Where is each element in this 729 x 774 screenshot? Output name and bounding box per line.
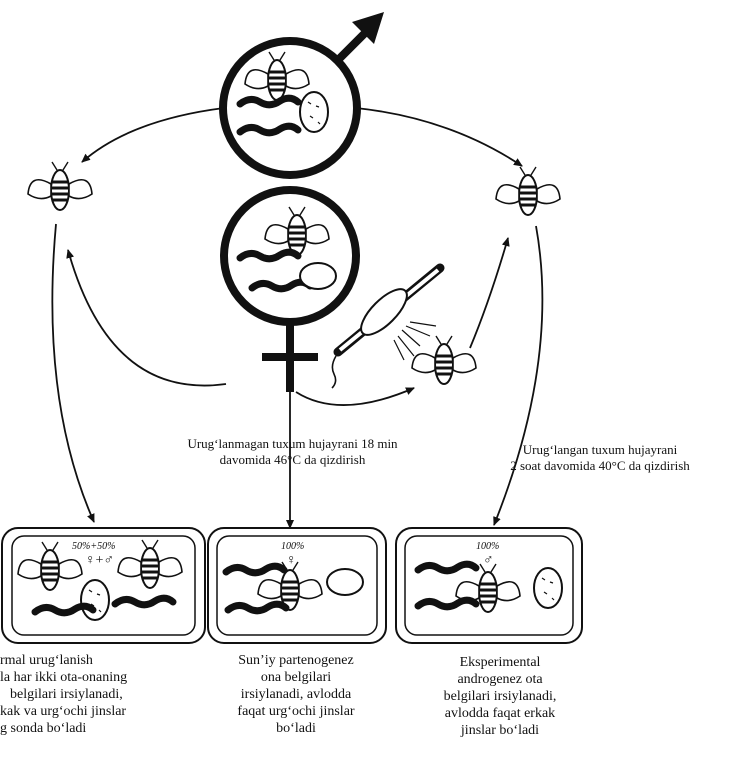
annotation-line: davomida 46°C da qizdirish (140, 452, 445, 468)
caption-line: g sonda bo‘ladi (0, 720, 210, 737)
caption-line: androgenez ota (410, 671, 590, 688)
panel1-sex-marks: ♀+♂ (85, 553, 114, 569)
caption-line: rmal urug‘lanish (0, 652, 210, 669)
left-treatment-annotation: Urug‘lanmagan tuxum hujayrani 18 min dav… (140, 436, 445, 468)
female-symbol (224, 190, 356, 392)
caption-line: Sun’iy partenogenez (206, 652, 386, 669)
egg-drawing (300, 263, 336, 289)
right-treatment-annotation: Urug‘langan tuxum hujayrani 2 soat davom… (478, 442, 722, 474)
panel3-sex-marks: ♂ (483, 553, 494, 569)
caption-line: avlodda faqat erkak (410, 705, 590, 722)
caption-line: ona belgilari (206, 669, 386, 686)
caption-fertilization: rmal urug‘lanish la har ikki ota-onaning… (0, 652, 210, 737)
caption-line: belgilari irsiylanadi, (0, 686, 210, 703)
panel2-sex-marks: ♀ (286, 553, 297, 569)
annotation-line: Urug‘langan tuxum hujayrani (478, 442, 722, 458)
treated-moth-drawing (412, 336, 476, 384)
cocoon-drawing (300, 92, 328, 132)
annotation-line: 2 soat davomida 40°C da qizdirish (478, 458, 722, 474)
panel1-percent: 50%+50% (72, 541, 115, 552)
caption-line: la har ikki ota-onaning (0, 669, 210, 686)
caption-androgenesis: Eksperimental androgenez ota belgilari i… (410, 654, 590, 739)
right-parent-moth (496, 167, 560, 215)
caption-line: bo‘ladi (206, 720, 386, 737)
caption-line: faqat urg‘ochi jinslar (206, 703, 386, 720)
caption-line: Eksperimental (410, 654, 590, 671)
caption-line: belgilari irsiylanadi, (410, 688, 590, 705)
male-symbol (223, 12, 384, 175)
panel2-percent: 100% (281, 541, 304, 552)
caption-parthenogenesis: Sun’iy partenogenez ona belgilari irsiyl… (206, 652, 386, 737)
annotation-line: Urug‘lanmagan tuxum hujayrani 18 min (140, 436, 445, 452)
caption-line: irsiylanadi, avlodda (206, 686, 386, 703)
panel3-percent: 100% (476, 541, 499, 552)
left-parent-moth (28, 162, 92, 210)
caption-line: jinslar bo‘ladi (410, 722, 590, 739)
caption-line: kak va urg‘ochi jinslar (0, 703, 210, 720)
